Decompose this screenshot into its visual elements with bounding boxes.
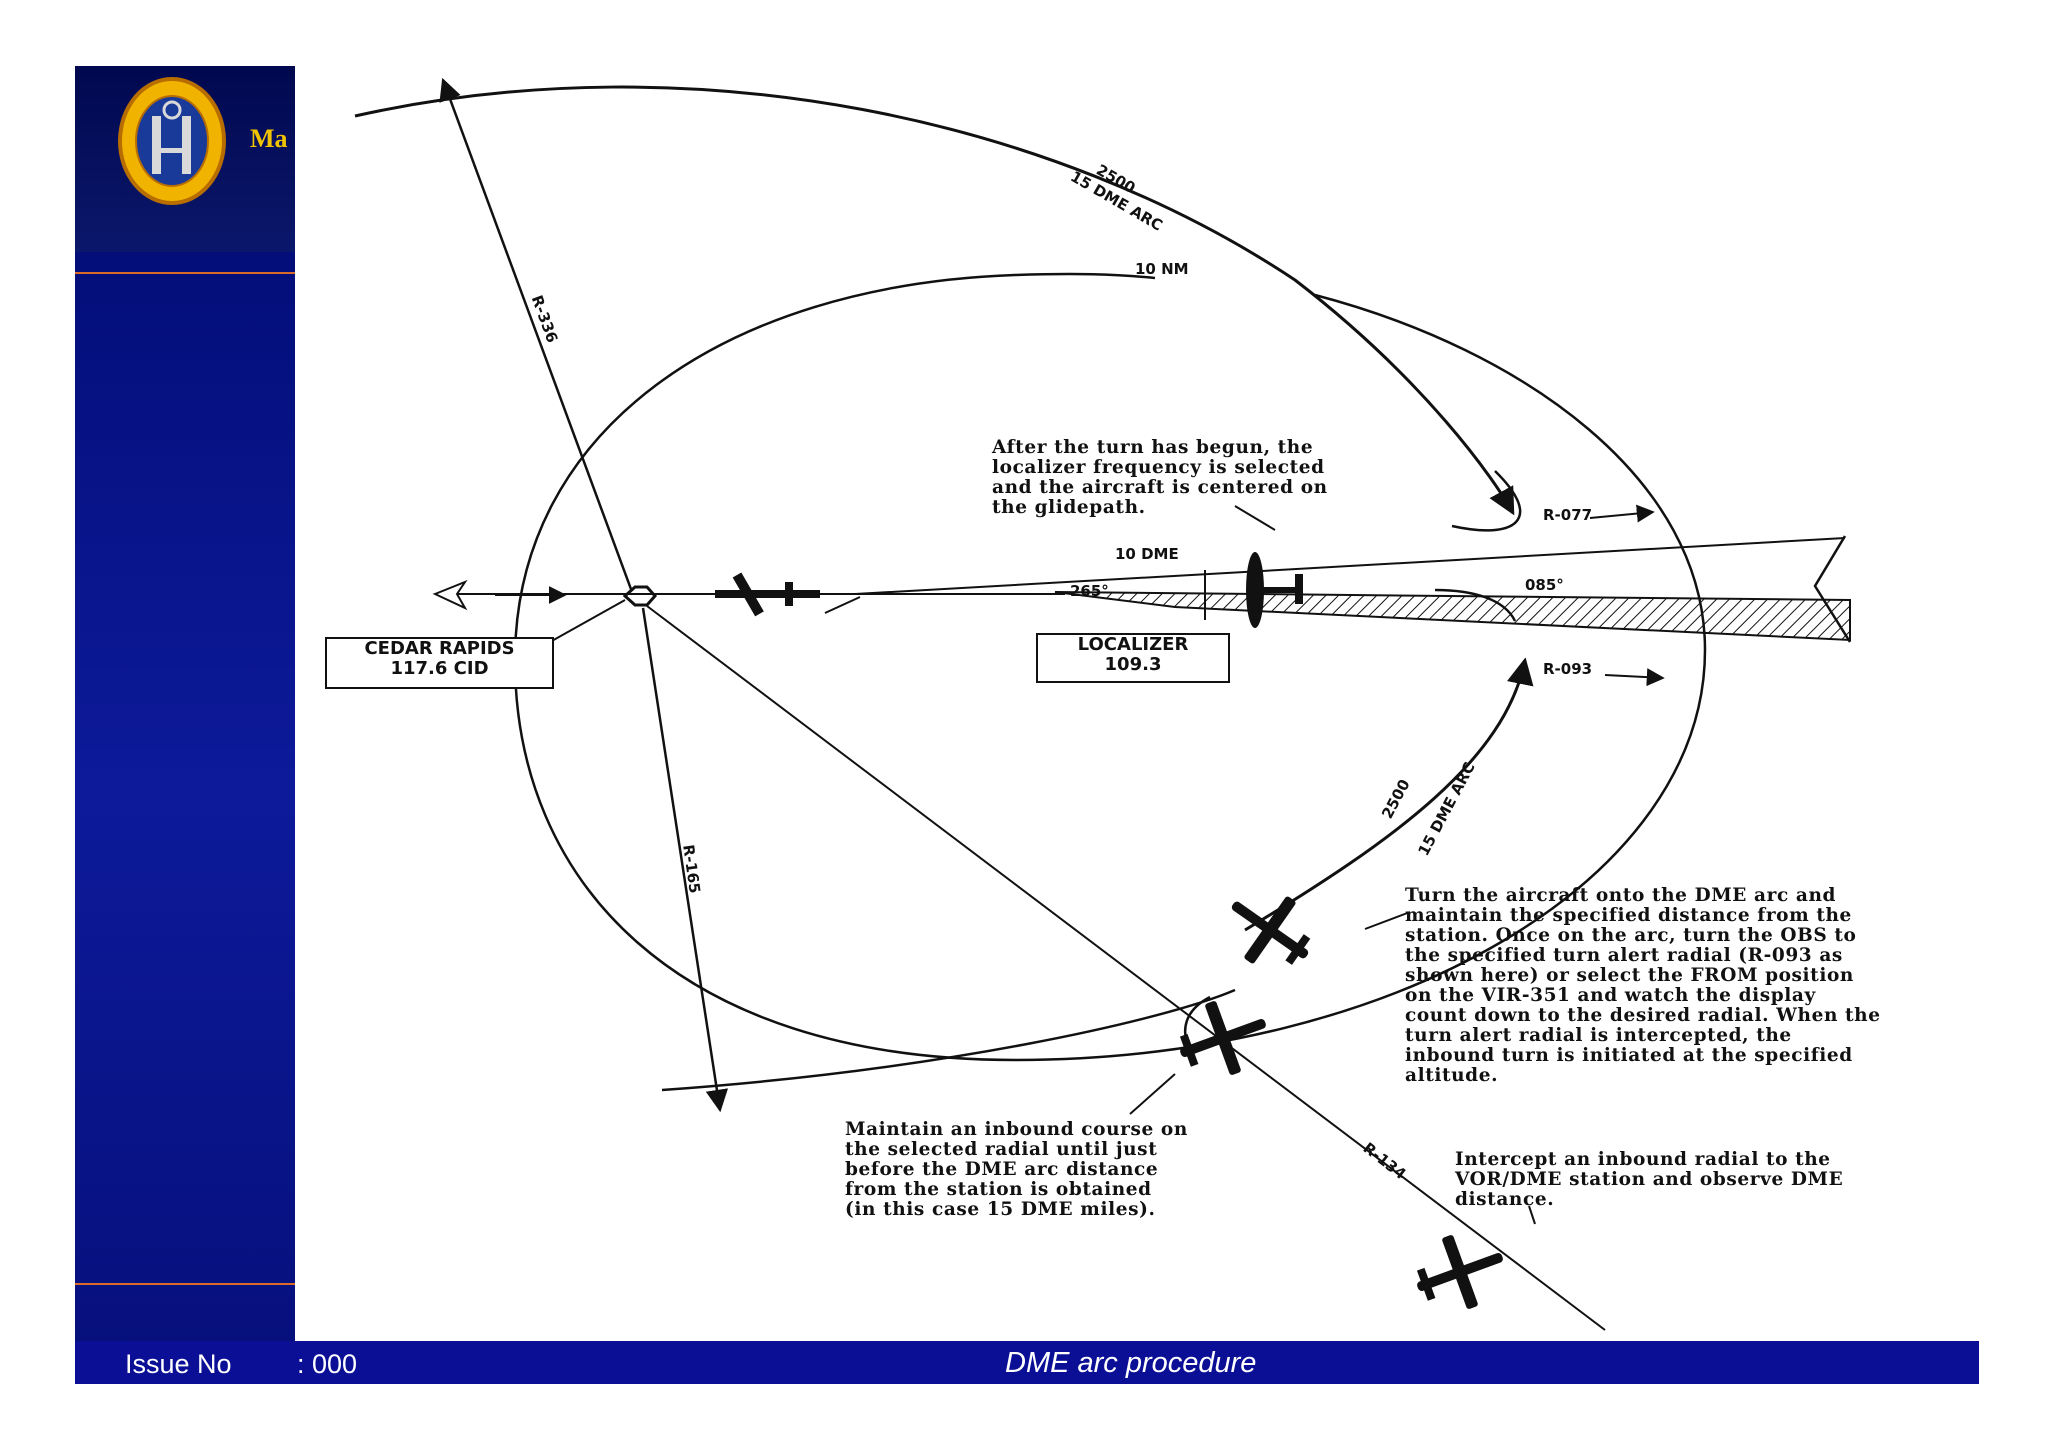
- dme-arc-diagram: 2500 15 DME ARC 10 NM R-336 R-165 R-134 …: [295, 60, 1985, 1341]
- lower-arc-extension: [661, 988, 1236, 1092]
- turn-note-leader: [1364, 911, 1411, 930]
- maintain-note-leader: [1129, 1073, 1176, 1115]
- note-maintain: Maintain an inbound course on the select…: [845, 1120, 1188, 1220]
- station-leader: [549, 599, 626, 643]
- note-line: shown here) or select the FROM position: [1405, 965, 1854, 986]
- note-line: turn alert radial is intercepted, the: [1405, 1025, 1792, 1046]
- aircraft-on-glidepath: [1246, 552, 1303, 628]
- note-line: before the DME arc distance: [845, 1159, 1159, 1180]
- note-intercept: Intercept an inbound radial to the VOR/D…: [1455, 1150, 1843, 1210]
- note-line: Intercept an inbound radial to the: [1455, 1149, 1831, 1170]
- glidepath-leader: [1234, 505, 1276, 531]
- aircraft-turning: [1179, 1001, 1266, 1075]
- station-name: CEDAR RAPIDS: [364, 638, 515, 659]
- note-line: After the turn has begun, the: [992, 437, 1314, 458]
- issue-label: Issue No: [125, 1349, 232, 1379]
- lower-dme-arc: [1244, 657, 1534, 932]
- localizer-centerline: [854, 537, 1846, 595]
- diagram-lines: [354, 77, 1852, 1331]
- localizer-box: LOCALIZER 109.3: [1036, 633, 1230, 683]
- university-logo: [118, 77, 226, 205]
- radial-r336-line: [439, 77, 637, 601]
- note-line: count down to the desired radial. When t…: [1405, 1005, 1881, 1026]
- note-line: the specified turn alert radial (R-093 a…: [1405, 945, 1843, 966]
- ten-nm-label: 10 NM: [1135, 260, 1189, 278]
- radial-r093-label: R-093: [1543, 660, 1593, 678]
- sidebar: [75, 66, 295, 1384]
- intercept-note-leader: [1528, 1205, 1536, 1225]
- note-line: (in this case 15 DME miles).: [845, 1199, 1156, 1220]
- note-line: Maintain an inbound course on: [845, 1119, 1188, 1140]
- station-frequency: 117.6 CID: [390, 658, 489, 679]
- note-line: Turn the aircraft onto the DME arc and: [1405, 885, 1837, 906]
- localizer-arrowhead: [432, 579, 468, 611]
- note-line: on the VIR-351 and watch the display: [1405, 985, 1816, 1006]
- ten-nm-circle: [513, 272, 1707, 1062]
- localizer-leader: [824, 596, 861, 614]
- radial-r093-line: [1604, 668, 1665, 687]
- issue-value: : 000: [297, 1349, 358, 1379]
- course-085-label: 085°: [1525, 576, 1564, 594]
- note-glidepath: After the turn has begun, the localizer …: [992, 438, 1328, 518]
- course-265-label: 265°: [1070, 582, 1109, 600]
- aircraft-on-arc: [1231, 896, 1311, 965]
- station-id-box: CEDAR RAPIDS 117.6 CID: [325, 637, 554, 689]
- aircraft-on-localizer: [715, 572, 820, 617]
- header-title: Ma: [250, 124, 288, 153]
- slide-caption: DME arc procedure: [1005, 1347, 1257, 1379]
- note-line: from the station is obtained: [845, 1179, 1152, 1200]
- note-line: altitude.: [1405, 1065, 1499, 1086]
- outer-dme-arc: [354, 85, 1515, 516]
- localizer-name: LOCALIZER: [1077, 634, 1189, 655]
- note-line: inbound turn is initiated at the specifi…: [1405, 1045, 1853, 1066]
- note-line: VOR/DME station and observe DME: [1455, 1169, 1844, 1190]
- dme-10-label: 10 DME: [1115, 545, 1179, 563]
- aircraft-intercepting: [1416, 1235, 1503, 1309]
- radial-r077-label: R-077: [1543, 506, 1593, 524]
- turn-to-localizer: [1451, 470, 1522, 532]
- note-line: distance.: [1455, 1189, 1555, 1210]
- radial-r165-line: [641, 607, 729, 1113]
- localizer-course-outline: [1813, 535, 1852, 643]
- note-line: maintain the specified distance from the: [1405, 905, 1852, 926]
- radial-r134-line: [646, 605, 1606, 1331]
- note-line: station. Once on the arc, turn the OBS t…: [1405, 925, 1857, 946]
- localizer-frequency: 109.3: [1104, 654, 1162, 675]
- note-line: the glidepath.: [992, 497, 1146, 518]
- radial-r077-line: [1589, 504, 1655, 523]
- sidebar-divider-bottom: [75, 1283, 295, 1285]
- vor-station-symbol: [622, 585, 658, 607]
- note-line: the selected radial until just: [845, 1139, 1158, 1160]
- slide-footer: Issue No : 000 DME arc procedure: [75, 1341, 1979, 1384]
- note-line: and the aircraft is centered on: [992, 477, 1328, 498]
- sidebar-divider-top: [75, 272, 295, 274]
- note-line: localizer frequency is selected: [992, 457, 1325, 478]
- note-turn: Turn the aircraft onto the DME arc and m…: [1405, 886, 1881, 1086]
